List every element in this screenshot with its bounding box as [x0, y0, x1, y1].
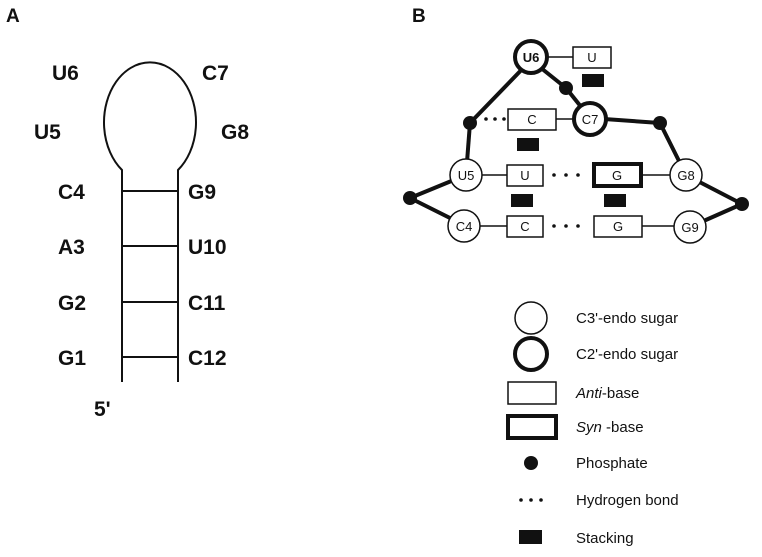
- base-c-top: C: [527, 112, 536, 127]
- nt-g9: G9: [188, 181, 216, 204]
- panel-a-letter: A: [6, 6, 20, 27]
- nt-a3: A3: [58, 236, 85, 259]
- nt-c12: C12: [188, 347, 227, 370]
- legend-stacking-label: Stacking: [576, 530, 634, 547]
- legend-hbond-label: Hydrogen bond: [576, 492, 679, 509]
- nt-c7: C7: [202, 62, 229, 85]
- base-c4: C: [520, 219, 529, 234]
- base-u-top: U: [587, 50, 596, 65]
- legend-c2-endo-label: C2'-endo sugar: [576, 346, 678, 363]
- hairpin-loop: [103, 61, 197, 188]
- five-prime-label: 5': [94, 398, 111, 421]
- nt-c4: C4: [58, 181, 85, 204]
- legend-anti-symbol: [507, 381, 557, 405]
- legend-syn-symbol: [506, 414, 558, 440]
- legend-stacking-symbol: [519, 530, 542, 544]
- glycosidic-bonds: [480, 56, 674, 227]
- legend-c3-endo-symbol: [514, 301, 548, 335]
- nt-u6: U6: [52, 62, 79, 85]
- nt-g2: G2: [58, 292, 86, 315]
- sugar-c7: C7: [582, 112, 599, 127]
- bases: U C U G C G: [506, 46, 643, 238]
- sugar-g9: G9: [681, 220, 698, 235]
- legend-syn-label: Syn -base: [576, 419, 644, 436]
- nt-c11: C11: [188, 292, 226, 315]
- sugar-c4: C4: [456, 219, 473, 234]
- sugar-u5: U5: [458, 168, 475, 183]
- legend-phosphate-symbol: [524, 456, 538, 470]
- panel-b: B: [403, 6, 749, 244]
- base-u5: U: [520, 168, 529, 183]
- sugar-u6: U6: [523, 50, 540, 65]
- legend-phosphate-label: Phosphate: [576, 455, 648, 472]
- nt-g8: G8: [221, 121, 249, 144]
- stacking-blocks: [511, 74, 626, 207]
- base-g8-syn: G: [612, 168, 622, 183]
- panel-a: A U6 U5 C7 G8 C4 A3 G2 G1 G9 U10 C11 C12…: [6, 6, 249, 421]
- backbone: [409, 58, 743, 229]
- base-g9: G: [613, 219, 623, 234]
- nt-g1: G1: [58, 347, 86, 370]
- hydrogen-bonds: [484, 117, 580, 228]
- legend-c3-endo-label: C3'-endo sugar: [576, 310, 678, 327]
- nt-u5: U5: [34, 121, 61, 144]
- legend-anti-label: Anti-base: [575, 385, 639, 402]
- legend-hbond-symbol: [519, 498, 543, 502]
- nt-u10: U10: [188, 236, 227, 259]
- sugars: U6 C7 U5 G8 C4 G9: [447, 39, 707, 244]
- phosphates: [403, 81, 749, 211]
- sugar-g8: G8: [677, 168, 694, 183]
- panel-b-letter: B: [412, 6, 426, 27]
- legend-c2-endo-symbol: [513, 336, 549, 372]
- legend: C3'-endo sugar C2'-endo sugar Anti-base …: [506, 301, 679, 547]
